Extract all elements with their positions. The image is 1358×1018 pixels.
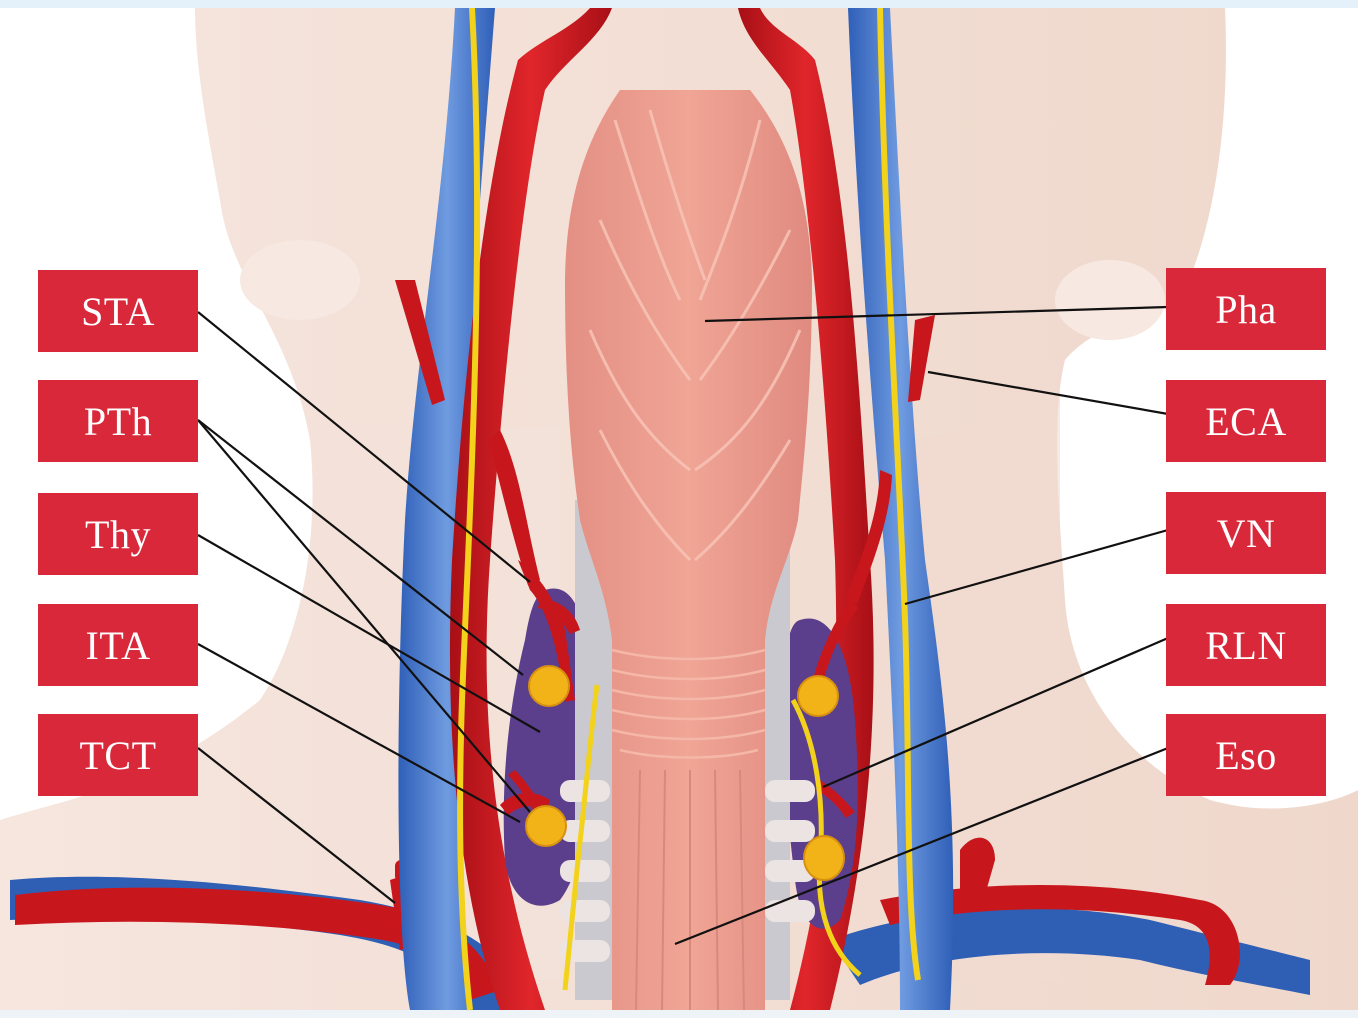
label-thy: Thy — [38, 493, 198, 575]
label-rln: RLN — [1166, 604, 1326, 686]
label-pth: PTh — [38, 380, 198, 462]
bottom-band — [0, 1010, 1358, 1018]
label-vn: VN — [1166, 492, 1326, 574]
label-pha: Pha — [1166, 268, 1326, 350]
label-eca: ECA — [1166, 380, 1326, 462]
label-tct: TCT — [38, 714, 198, 796]
label-sta: STA — [38, 270, 198, 352]
label-ita: ITA — [38, 604, 198, 686]
top-band — [0, 0, 1358, 8]
label-eso: Eso — [1166, 714, 1326, 796]
